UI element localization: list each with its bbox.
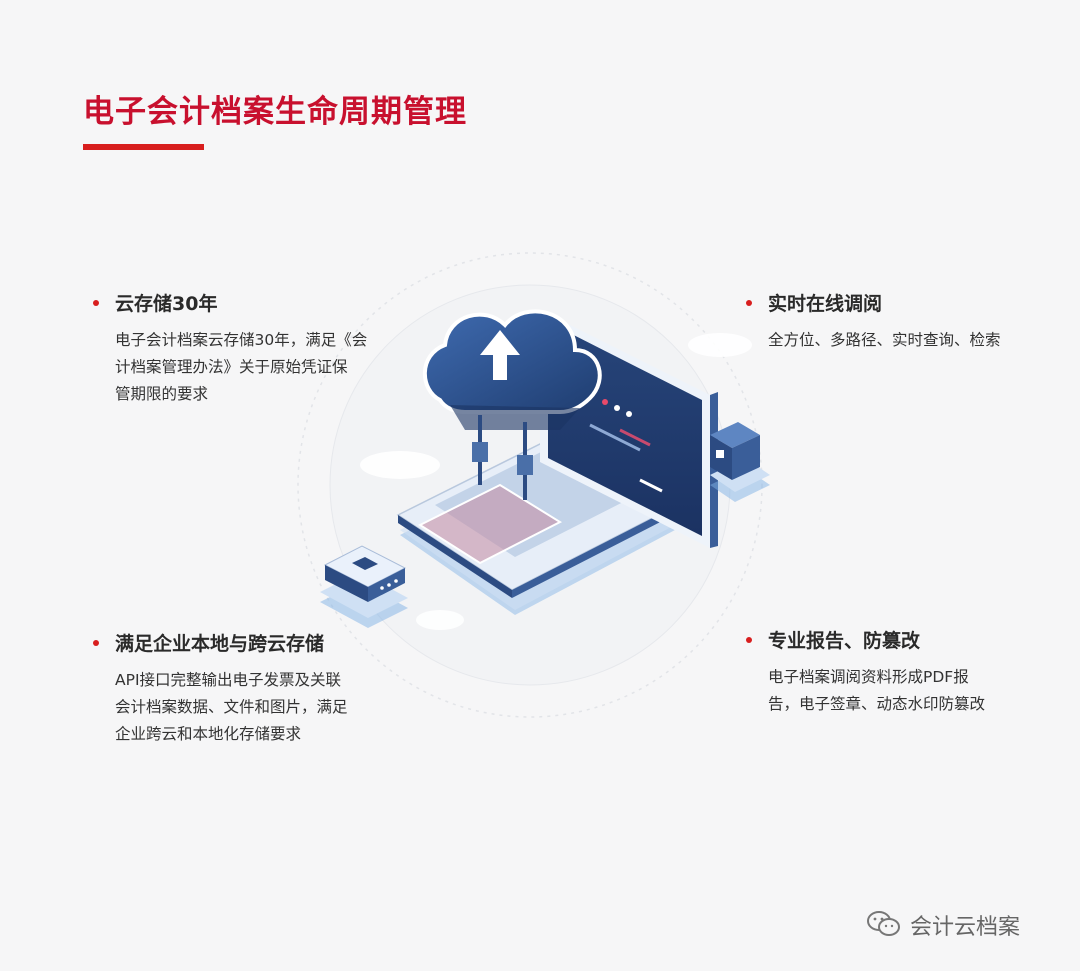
- feature-line: 电子会计档案云存储30年，满足《会: [115, 331, 368, 349]
- feature-line: 会计档案数据、文件和图片，满足: [115, 698, 348, 716]
- feature-title: 专业报告、防篡改: [768, 630, 921, 652]
- title-underline: [83, 144, 204, 150]
- feature-description: 全方位、多路径、实时查询、检索: [768, 327, 1001, 354]
- feature-line: 全方位、多路径、实时查询、检索: [768, 331, 1001, 349]
- feature-line: 告，电子签章、动态水印防篡改: [768, 695, 986, 713]
- feature-title: 满足企业本地与跨云存储: [115, 633, 325, 655]
- bullet-dot: [93, 300, 99, 306]
- cloud-laptop-upload-icon: [297, 252, 770, 718]
- feature-description: 电子会计档案云存储30年，满足《会 计档案管理办法》关于原始凭证保 管期限的要求: [115, 327, 367, 408]
- feature-line: 管期限的要求: [115, 385, 209, 403]
- bullet-dot: [93, 640, 99, 646]
- feature-line: 企业跨云和本地化存储要求: [115, 725, 302, 743]
- page-title: 电子会计档案生命周期管理: [83, 94, 467, 130]
- bullet-dot: [746, 637, 752, 643]
- feature-line: 电子档案调阅资料形成PDF报: [768, 668, 969, 686]
- watermark-text: 会计云档案: [910, 915, 1021, 940]
- feature-description: API接口完整输出电子发票及关联 会计档案数据、文件和图片，满足 企业跨云和本地…: [115, 667, 348, 748]
- bullet-dot: [746, 300, 752, 306]
- feature-line: 计档案管理办法》关于原始凭证保: [115, 358, 348, 376]
- feature-description: 电子档案调阅资料形成PDF报 告，电子签章、动态水印防篡改: [768, 664, 985, 718]
- feature-title: 实时在线调阅: [768, 293, 883, 315]
- feature-line: API接口完整输出电子发票及关联: [115, 671, 342, 689]
- wechat-icon: [867, 911, 900, 936]
- feature-title: 云存储30年: [115, 293, 218, 315]
